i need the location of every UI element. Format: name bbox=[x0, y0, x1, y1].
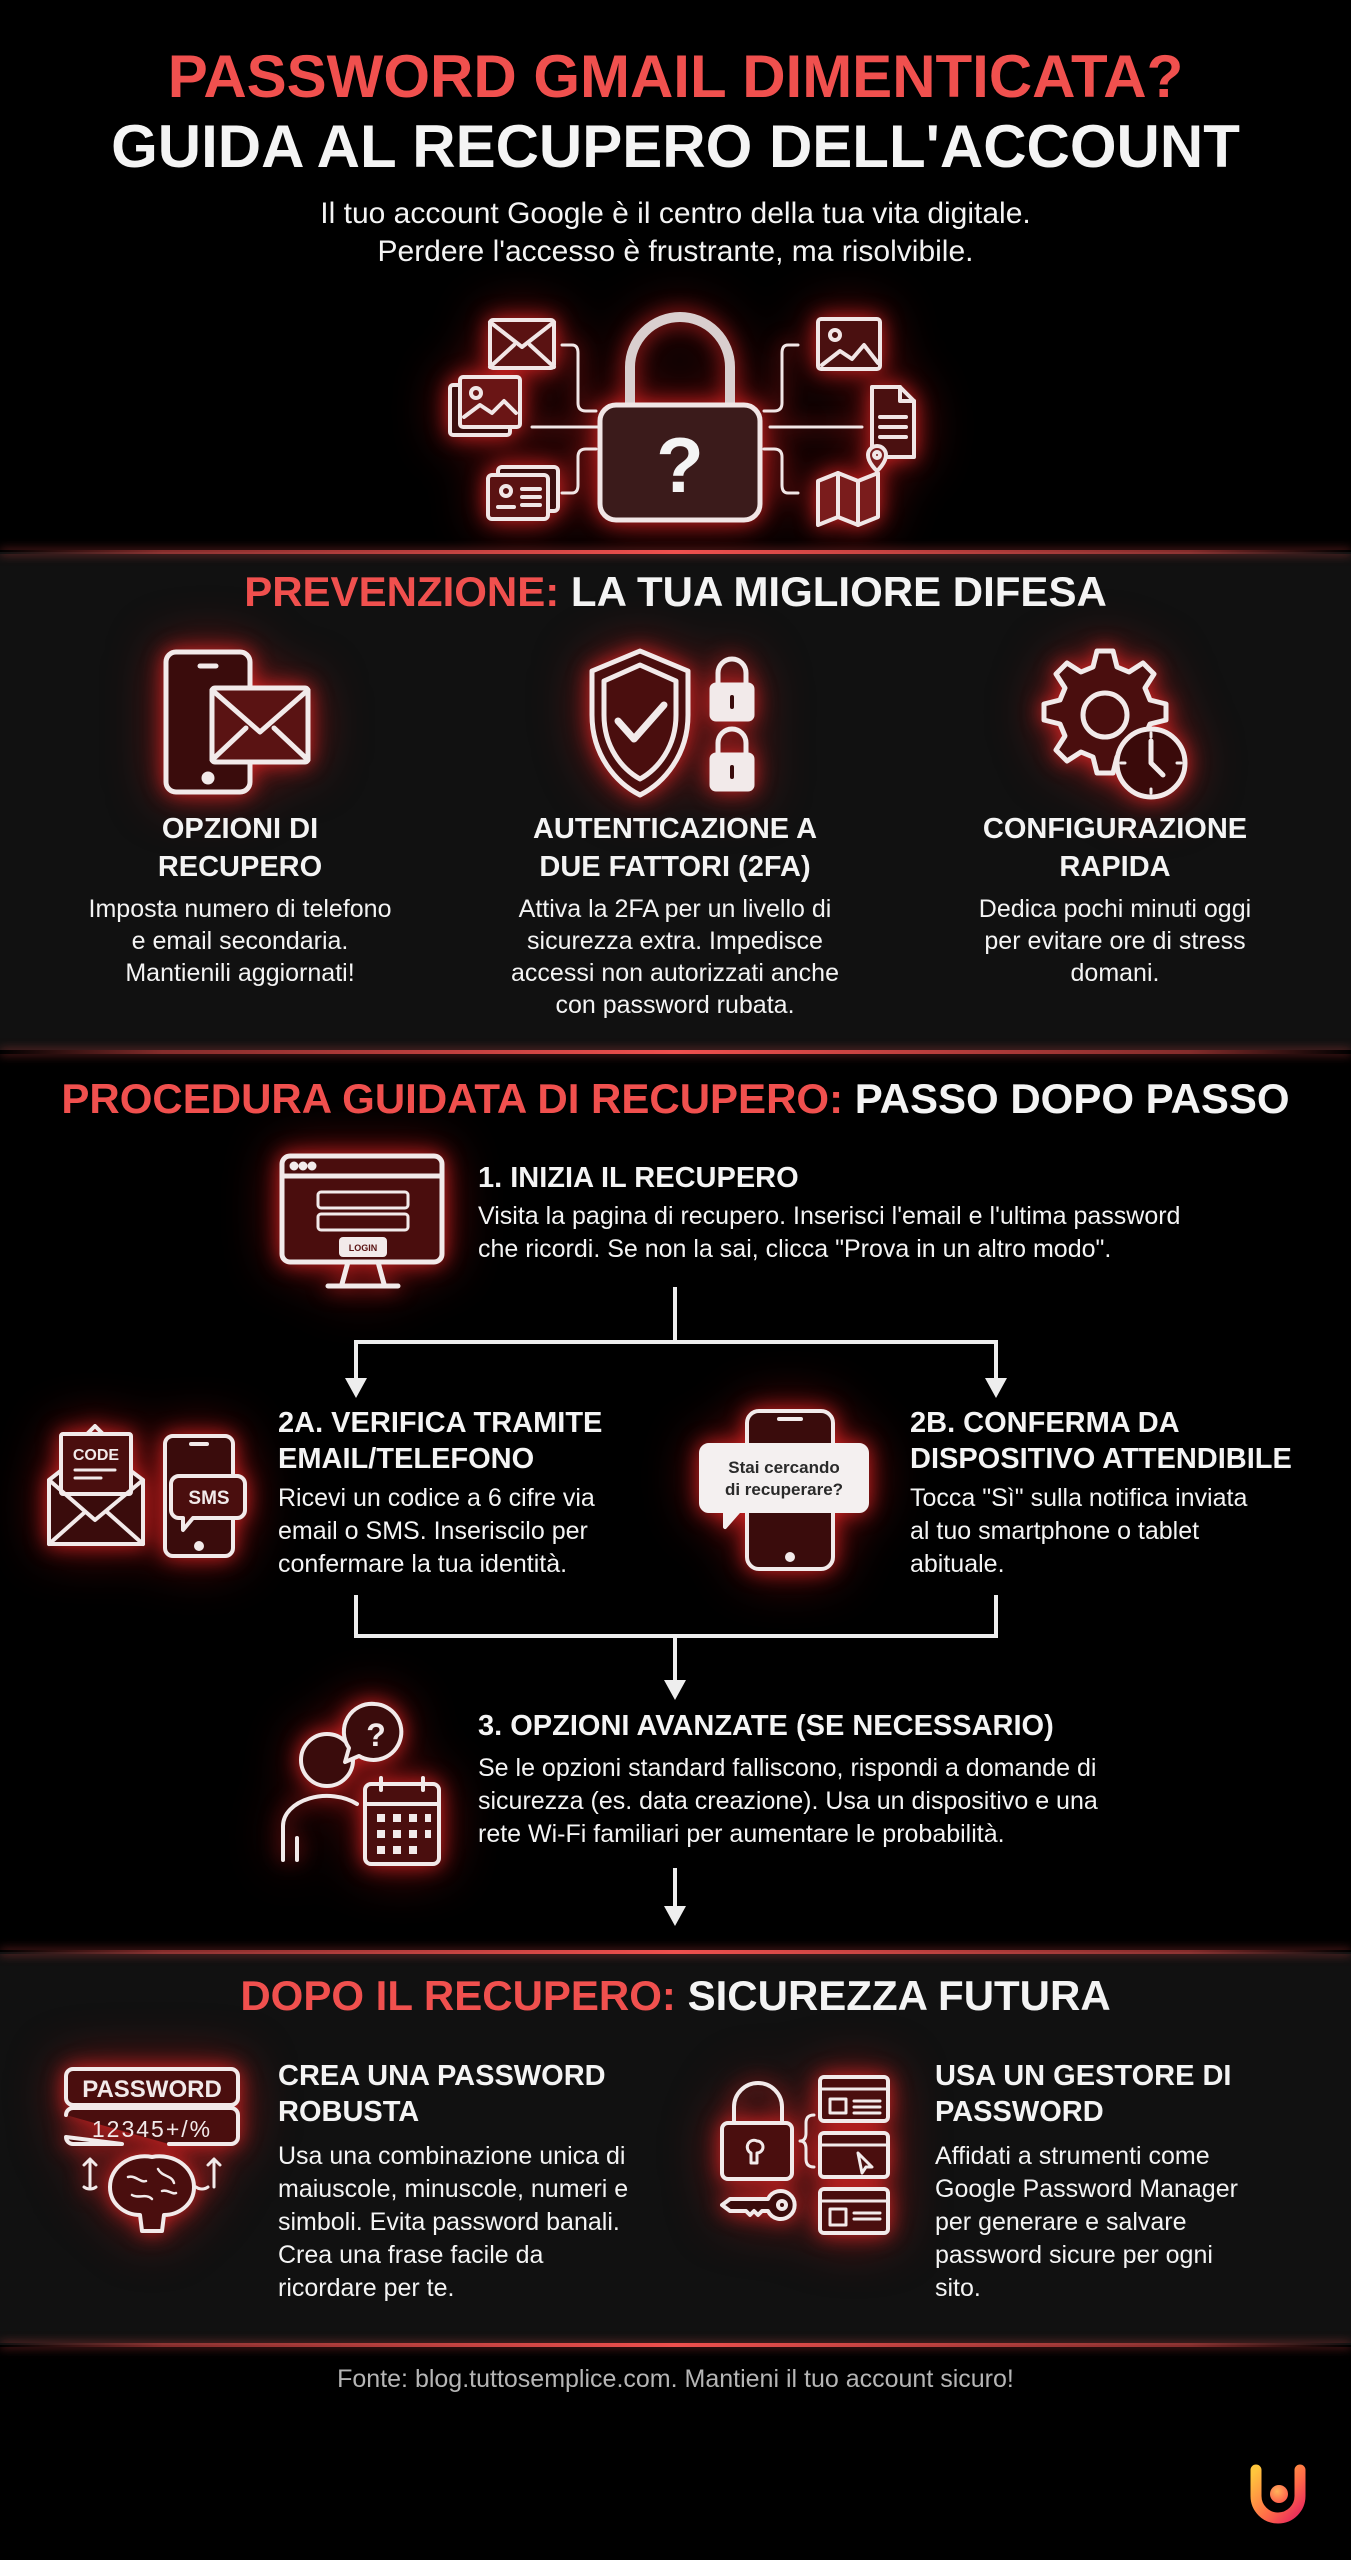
divider-3 bbox=[0, 1950, 1351, 1954]
step-2b-text: Tocca "Sì" sulla notifica inviata al tuo… bbox=[910, 1484, 1248, 1578]
svg-text:PASSWORD: PASSWORD bbox=[82, 2076, 222, 2103]
procedure-heading-white: PASSO DOPO PASSO bbox=[854, 1075, 1290, 1122]
flow-line-3 bbox=[673, 1868, 677, 1910]
photos-icon bbox=[448, 375, 522, 437]
strong-password-text: Usa una combinazione unica di maiuscole,… bbox=[278, 2142, 629, 2302]
flow-merge-right bbox=[994, 1595, 998, 1637]
after-heading-red: DOPO IL RECUPERO: bbox=[240, 1972, 676, 2019]
svg-text:di recuperare?: di recuperare? bbox=[725, 1480, 843, 1499]
divider-2 bbox=[0, 1050, 1351, 1054]
image-icon bbox=[816, 317, 882, 371]
step-1-text: Visita la pagina di recupero. Inserisci … bbox=[478, 1202, 1181, 1263]
intro-line-2: Perdere l'accesso è frustrante, ma risol… bbox=[377, 235, 974, 268]
after-heading: DOPO IL RECUPERO: SICUREZZA FUTURA bbox=[0, 1972, 1351, 2020]
step-3-title: 3. OPZIONI AVANZATE (SE NECESSARIO) bbox=[478, 1710, 1054, 1742]
prevention-heading: PREVENZIONE: LA TUA MIGLIORE DIFESA bbox=[0, 568, 1351, 616]
svg-text:Stai cercando: Stai cercando bbox=[728, 1458, 840, 1477]
svg-text:?: ? bbox=[656, 421, 704, 509]
mail-icon bbox=[488, 318, 556, 370]
prevention-section bbox=[0, 552, 1351, 1050]
after-recovery-section bbox=[0, 1952, 1351, 2345]
hero-illustration: ? bbox=[440, 305, 920, 527]
step-2a-title: 2A. VERIFICA TRAMITE EMAIL/TELEFONO bbox=[278, 1407, 603, 1475]
svg-text:?: ? bbox=[366, 1717, 386, 1753]
shield-check-locks-icon bbox=[580, 645, 780, 805]
card-title-quick-setup: CONFIGURAZIONE RAPIDA bbox=[982, 813, 1248, 883]
prevention-heading-red: PREVENZIONE: bbox=[244, 568, 560, 615]
intro-line-1: Il tuo account Google è il centro della … bbox=[320, 197, 1031, 230]
flow-branch-left bbox=[354, 1340, 358, 1382]
padlock-question-icon: ? bbox=[597, 312, 763, 523]
svg-text:LOGIN: LOGIN bbox=[349, 1243, 378, 1253]
arrow-down-left-icon bbox=[345, 1378, 367, 1398]
password-manager-title: USA UN GESTORE DI PASSWORD bbox=[935, 2060, 1232, 2128]
flow-line-1 bbox=[673, 1287, 677, 1343]
monitor-login-icon: LOGIN bbox=[278, 1152, 448, 1292]
gear-clock-icon bbox=[1035, 645, 1195, 805]
lock-key-windows-icon bbox=[718, 2075, 898, 2235]
card-title-recovery-options: OPZIONI DI RECUPERO bbox=[157, 813, 323, 883]
footer-source: Fonte: blog.tuttosemplice.com. Mantieni … bbox=[337, 2365, 1014, 2393]
procedure-heading: PROCEDURA GUIDATA DI RECUPERO: PASSO DOP… bbox=[0, 1075, 1351, 1123]
password-manager-text: Affidati a strumenti come Google Passwor… bbox=[935, 2142, 1238, 2302]
svg-text:CODE: CODE bbox=[73, 1447, 120, 1464]
procedure-heading-red: PROCEDURA GUIDATA DI RECUPERO: bbox=[61, 1075, 844, 1122]
svg-text:12345+/%: 12345+/% bbox=[92, 2116, 212, 2142]
contact-card-icon bbox=[486, 465, 560, 521]
card-text-quick-setup: Dedica pochi minuti oggi per evitare ore… bbox=[978, 895, 1252, 987]
after-heading-white: SICUREZZA FUTURA bbox=[687, 1972, 1111, 2019]
prevention-heading-white: LA TUA MIGLIORE DIFESA bbox=[570, 568, 1107, 615]
card-title-2fa: AUTENTICAZIONE A DUE FATTORI (2FA) bbox=[532, 813, 818, 883]
password-brain-icon: PASSWORD 12345+/% bbox=[62, 2065, 242, 2235]
step-1-title: 1. INIZIA IL RECUPERO bbox=[478, 1162, 799, 1194]
step-3-text: Se le opzioni standard falliscono, rispo… bbox=[478, 1754, 1098, 1848]
card-text-recovery-options: Imposta numero di telefono e email secon… bbox=[88, 895, 392, 987]
map-pin-icon bbox=[816, 444, 888, 527]
phone-mail-icon bbox=[160, 648, 320, 798]
flow-line-2 bbox=[673, 1634, 677, 1684]
main-subtitle: GUIDA AL RECUPERO DELL'ACCOUNT bbox=[111, 113, 1240, 180]
step-2b-title: 2B. CONFERMA DA DISPOSITIVO ATTENDIBILE bbox=[910, 1407, 1292, 1475]
main-title: PASSWORD GMAIL DIMENTICATA? bbox=[167, 43, 1184, 110]
arrow-down-final-icon bbox=[664, 1906, 686, 1926]
intro-text: Il tuo account Google è il centro della … bbox=[0, 195, 1351, 271]
divider-1 bbox=[0, 550, 1351, 554]
svg-text:SMS: SMS bbox=[188, 1488, 229, 1509]
step-2a-text: Ricevi un codice a 6 cifre via email o S… bbox=[278, 1484, 595, 1578]
arrow-down-step3-icon bbox=[664, 1680, 686, 1700]
phone-notification-icon: Stai cercando di recuperare? bbox=[695, 1405, 885, 1575]
tuttosemplice-logo-icon bbox=[1248, 2462, 1308, 2524]
flow-branch-right bbox=[994, 1340, 998, 1382]
card-text-2fa: Attiva la 2FA per un livello di sicurezz… bbox=[511, 895, 839, 1019]
flow-merge-left bbox=[354, 1595, 358, 1637]
flow-branch-horizontal bbox=[354, 1340, 998, 1344]
divider-4 bbox=[0, 2343, 1351, 2347]
user-question-calendar-icon: ? bbox=[275, 1700, 450, 1870]
email-code-sms-icon: CODE SMS bbox=[45, 1420, 247, 1560]
arrow-down-right-icon bbox=[985, 1378, 1007, 1398]
strong-password-title: CREA UNA PASSWORD ROBUSTA bbox=[278, 2060, 606, 2128]
